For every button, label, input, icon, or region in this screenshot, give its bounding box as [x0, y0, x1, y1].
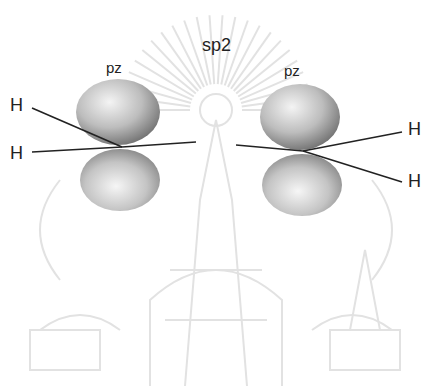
atom-label: H — [408, 172, 421, 190]
atom-label: H — [408, 120, 421, 138]
bonds — [32, 108, 402, 182]
atom-label: H — [10, 96, 23, 114]
orbital-label: pz — [284, 63, 300, 78]
atom-label: H — [10, 144, 23, 162]
pz-lobe — [76, 79, 160, 145]
pz-lobe — [80, 149, 160, 211]
pz-lobe — [262, 154, 342, 216]
watermark — [30, 15, 400, 386]
pz-lobe — [260, 84, 340, 150]
hybrid-label: sp2 — [202, 36, 231, 54]
orbital-label: pz — [106, 60, 122, 75]
